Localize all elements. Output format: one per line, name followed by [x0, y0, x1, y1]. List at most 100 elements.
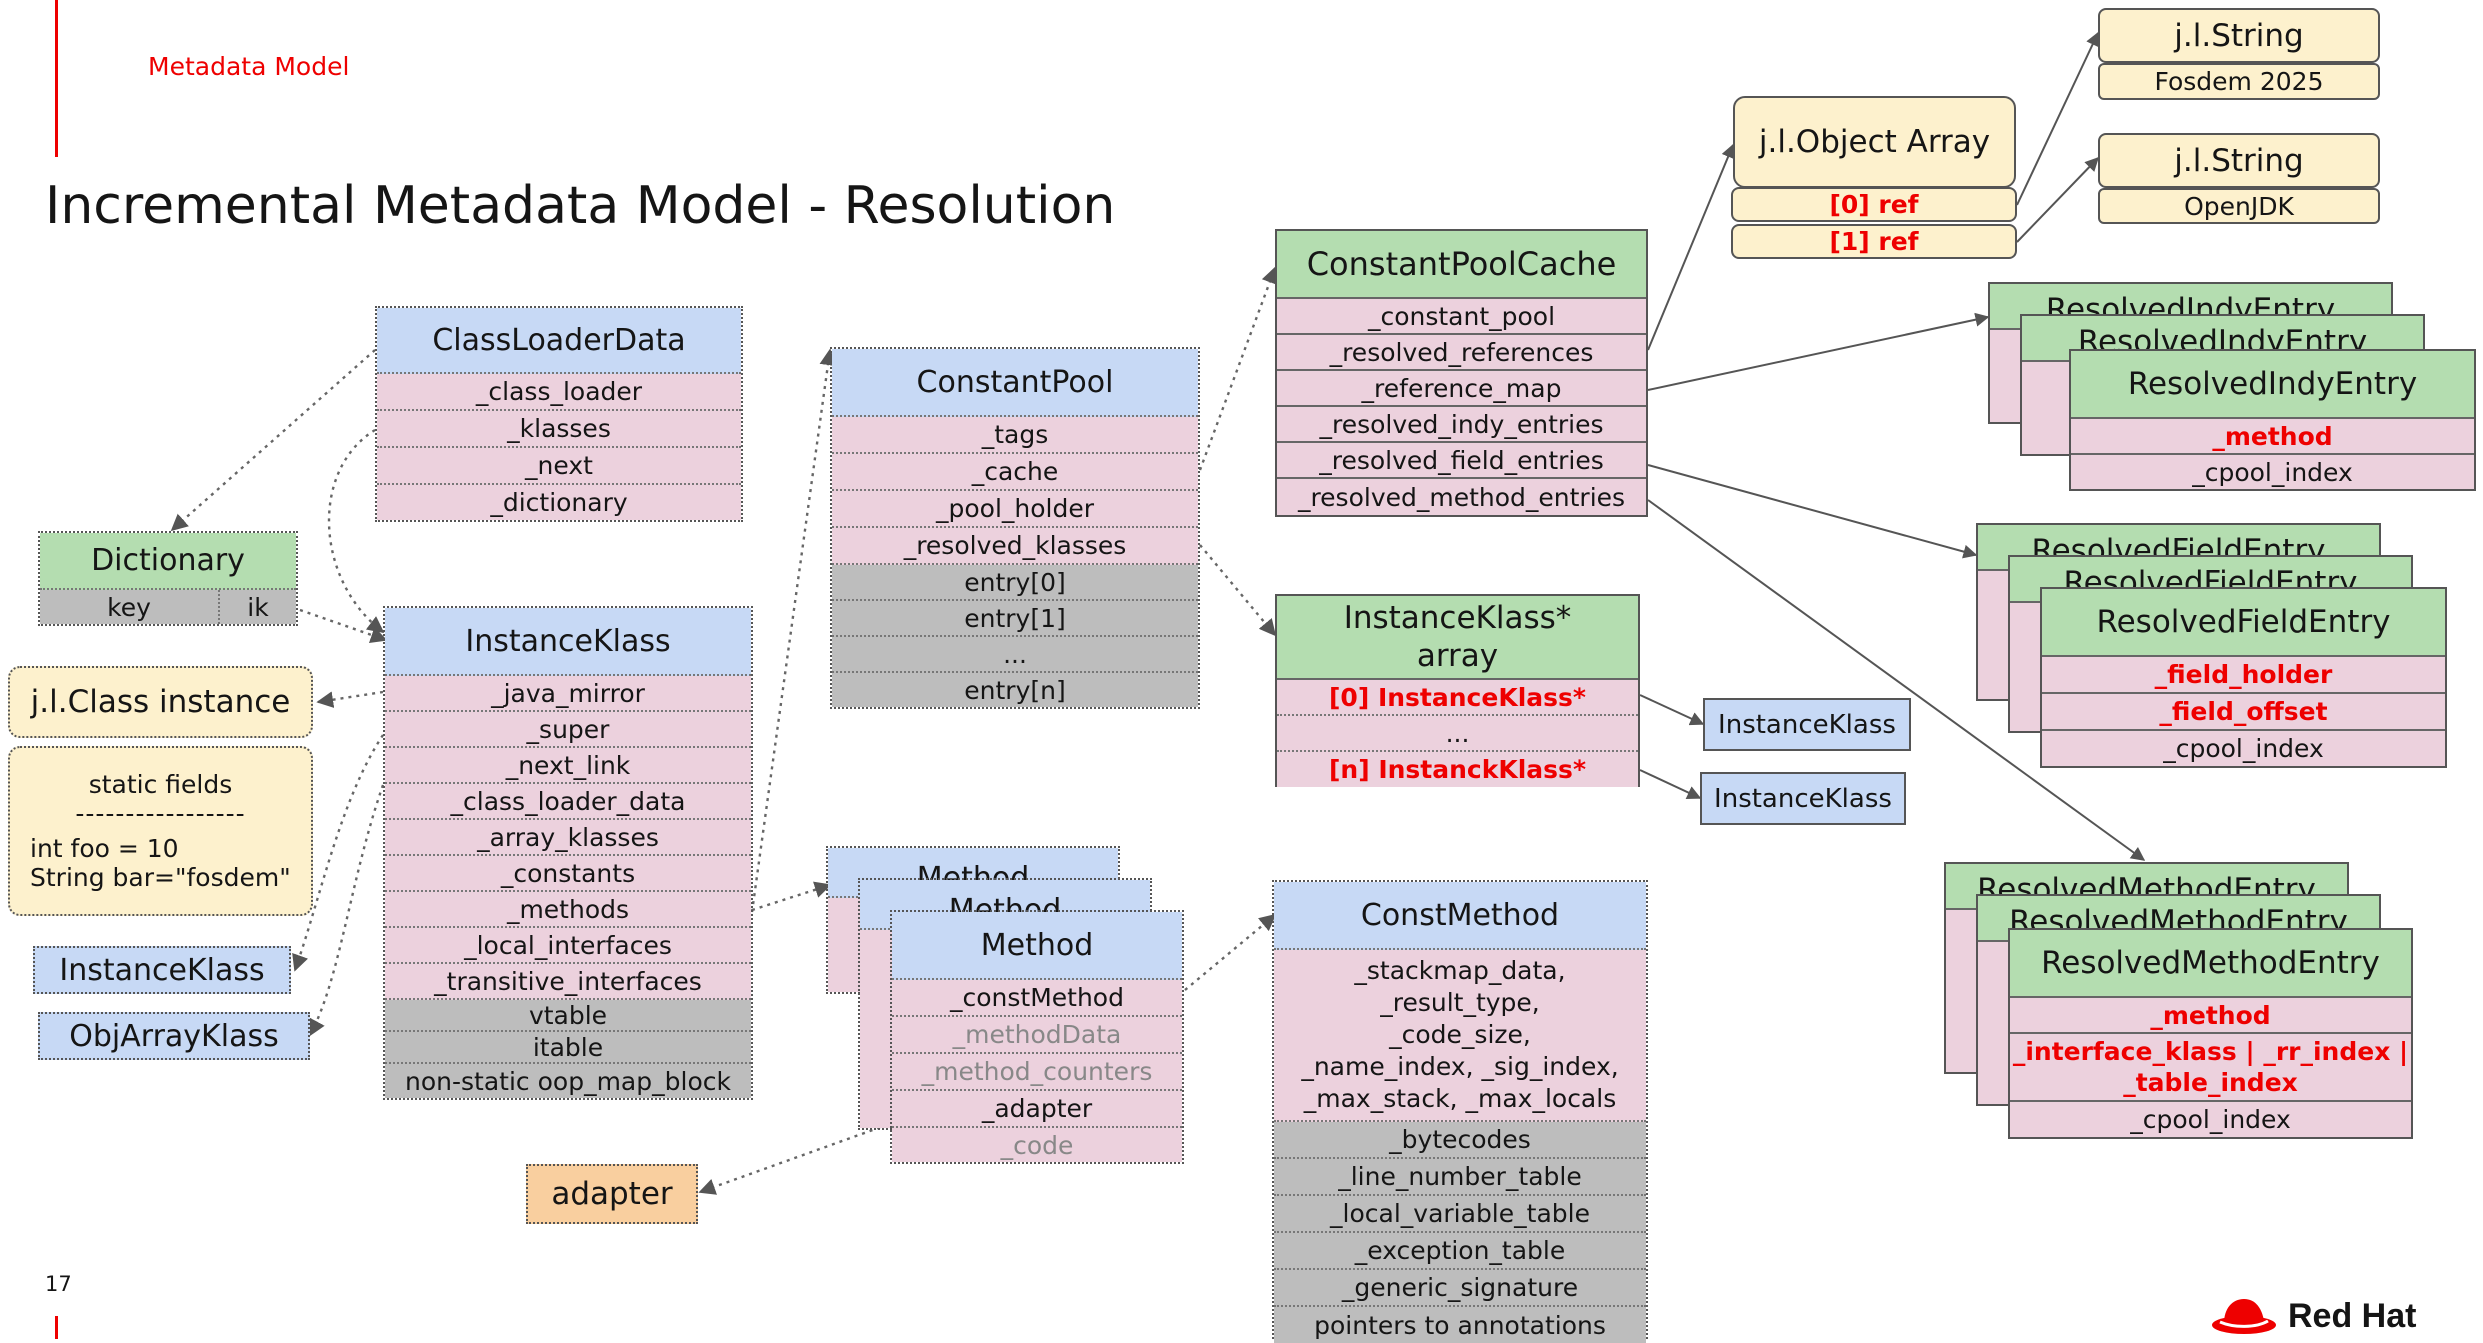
cld-field: _class_loader: [377, 374, 741, 411]
string2-title: j.l.String: [2098, 133, 2380, 188]
ik-array-header: InstanceKlass* array: [1277, 596, 1638, 680]
arrow-adapter-link: [698, 1120, 896, 1195]
cld-field: _next: [377, 448, 741, 485]
method-entry-interface-2: _table_index: [2123, 1068, 2298, 1097]
ik-field: _java_mirror: [385, 676, 751, 712]
method-box: Method _constMethod _methodData _method_…: [890, 910, 1184, 1164]
ik-array-title-1: InstanceKlass*: [1343, 600, 1572, 636]
cpc-field: _reference_map: [1277, 371, 1646, 407]
arrow-constmethod-link: [1184, 913, 1277, 991]
cp-grey-field: entry[1]: [832, 601, 1198, 637]
cm-line: _code_size,: [1389, 1020, 1531, 1049]
cpc-field: _resolved_method_entries: [1277, 479, 1646, 515]
indy-cpool-index: _cpool_index: [2071, 455, 2474, 489]
cp-field: _tags: [832, 417, 1198, 454]
constant-pool-box: ConstantPool _tags _cache _pool_holder _…: [830, 347, 1200, 709]
constant-pool-title: ConstantPool: [832, 349, 1198, 417]
bottom-accent-bar: [55, 1316, 58, 1339]
redhat-logo: Red Hat: [2210, 1293, 2475, 1339]
dictionary-title: Dictionary: [40, 533, 296, 590]
arrow-indy-entries: [1647, 312, 1990, 391]
const-method-pink-block: _stackmap_data, _result_type, _code_size…: [1274, 950, 1646, 1122]
const-method-title: ConstMethod: [1274, 882, 1646, 950]
arrow-klasses-to-instanceklass: [327, 428, 385, 634]
redhat-wordmark: Red Hat: [2288, 1296, 2417, 1335]
class-loader-data-title: ClassLoaderData: [377, 308, 741, 374]
method-field: _methodData: [892, 1017, 1182, 1054]
cpc-field: _resolved_indy_entries: [1277, 407, 1646, 443]
arrow-field-entries: [1647, 464, 1978, 559]
arrow-method-entries: [1647, 499, 2146, 861]
static-field-foo: int foo = 10: [30, 834, 179, 863]
field-box: ResolvedFieldEntry _field_holder _field_…: [2040, 587, 2447, 768]
ik-grey-field: vtable: [385, 1000, 751, 1032]
ik-field: _constants: [385, 856, 751, 892]
arrow-constants-to-cp: [750, 348, 837, 913]
indy-title: ResolvedIndyEntry: [2071, 351, 2474, 419]
cp-grey-field: ...: [832, 637, 1198, 673]
dictionary-ik: ik: [247, 592, 269, 622]
ik-field: _local_interfaces: [385, 928, 751, 964]
ik-array-row-ellipsis: ...: [1277, 716, 1638, 752]
method-field: _adapter: [892, 1091, 1182, 1128]
cp-grey-field: entry[0]: [832, 565, 1198, 601]
string2-value: OpenJDK: [2098, 188, 2380, 224]
cpc-title: ConstantPoolCache: [1277, 231, 1646, 299]
ik-array-row-0: [0] InstanceKlass*: [1277, 680, 1638, 716]
field-offset: _field_offset: [2042, 694, 2445, 731]
method-entry-cpool-index: _cpool_index: [2010, 1102, 2411, 1137]
method-entry-interface-1: _interface_klass | _rr_index |: [2012, 1037, 2409, 1066]
arrow-ref1-to-string2: [2016, 156, 2099, 243]
section-label: Metadata Model: [148, 52, 350, 81]
ik-field: _array_klasses: [385, 820, 751, 856]
ik-target-2: InstanceKlass: [1700, 772, 1906, 825]
page-number: 17: [45, 1272, 72, 1296]
cm-grey-field: _generic_signature: [1274, 1270, 1646, 1307]
arrow-ref0-to-string1: [2016, 31, 2099, 206]
class-instance-title: j.l.Class instance: [8, 666, 313, 738]
string1-value: Fosdem 2025: [2098, 63, 2380, 100]
ik-field: _next_link: [385, 748, 751, 784]
method-entry-box: ResolvedMethodEntry _method _interface_k…: [2008, 928, 2413, 1139]
field-holder: _field_holder: [2042, 657, 2445, 694]
arrow-resolvedklasses-to-array: [1199, 544, 1277, 637]
method-field: _method_counters: [892, 1054, 1182, 1091]
method-field: _code: [892, 1128, 1182, 1162]
cm-line: _result_type,: [1380, 988, 1540, 1017]
cm-grey-field: _local_variable_table: [1274, 1196, 1646, 1233]
arrow-cache-to-cpc: [1198, 266, 1278, 471]
cpc-field: _resolved_field_entries: [1277, 443, 1646, 479]
field-cpool-index: _cpool_index: [2042, 731, 2445, 766]
cpc-field: _constant_pool: [1277, 299, 1646, 335]
cp-grey-field: entry[n]: [832, 673, 1198, 707]
ik-grey-field: non-static oop_map_block: [385, 1064, 751, 1098]
ik-grey-field: itable: [385, 1032, 751, 1064]
ik-array-row-n: [n] InstanckKlass*: [1277, 752, 1638, 787]
arrow-ikn-target: [1639, 769, 1702, 800]
cp-field: _cache: [832, 454, 1198, 491]
cm-grey-field: pointers to annotations: [1274, 1307, 1646, 1343]
ik-target-1: InstanceKlass: [1703, 698, 1911, 751]
cm-grey-field: _exception_table: [1274, 1233, 1646, 1270]
cp-field: _pool_holder: [832, 491, 1198, 528]
adapter-box: adapter: [526, 1164, 698, 1224]
cm-grey-field: _line_number_table: [1274, 1159, 1646, 1196]
cld-field: _dictionary: [377, 485, 741, 520]
cm-grey-field: _bytecodes: [1274, 1122, 1646, 1159]
dictionary-key: key: [40, 590, 220, 624]
indy-method: _method: [2071, 419, 2474, 455]
cm-line: _stackmap_data,: [1354, 956, 1566, 985]
object-array-title: j.l.Object Array: [1733, 96, 2016, 188]
ik-array-title-2: array: [1416, 638, 1499, 674]
ik-field: _class_loader_data: [385, 784, 751, 820]
method-title: Method: [892, 912, 1182, 980]
obj-array-klass: ObjArrayKlass: [38, 1012, 310, 1060]
constant-pool-cache-box: ConstantPoolCache _constant_pool _resolv…: [1275, 229, 1648, 517]
dictionary-row: key ik: [40, 590, 296, 624]
ik-field: _transitive_interfaces: [385, 964, 751, 1000]
cld-field: _klasses: [377, 411, 741, 448]
arrow-arrayklasses-to-objarray: [308, 784, 385, 1037]
instance-klass-small: InstanceKlass: [33, 946, 291, 994]
redhat-hat-icon: [2212, 1299, 2276, 1334]
